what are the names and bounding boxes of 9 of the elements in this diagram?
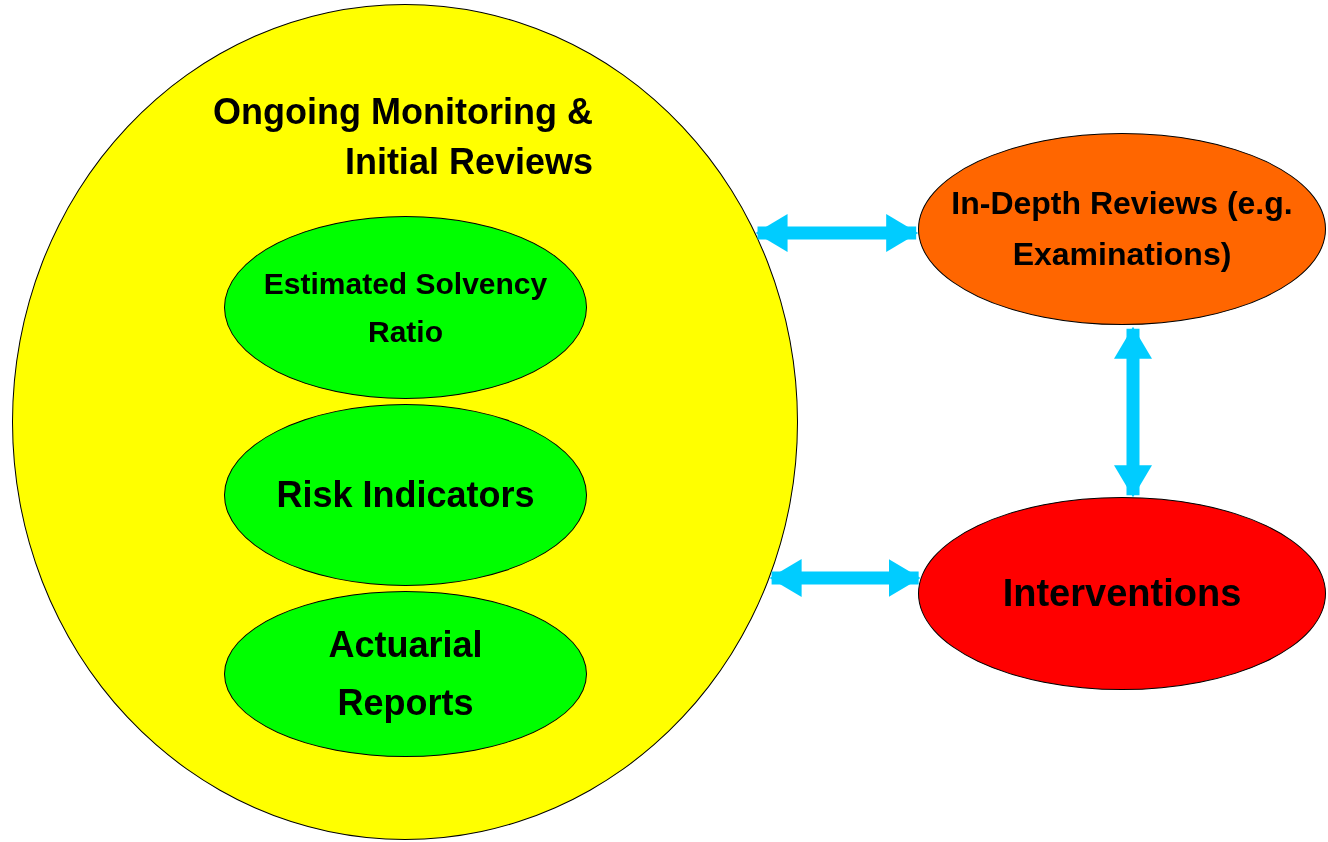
double-arrow bbox=[755, 214, 919, 252]
node-title: Ongoing Monitoring & Initial Reviews bbox=[212, 90, 593, 185]
double-arrow bbox=[769, 559, 921, 597]
node-label: Risk Indicators bbox=[276, 473, 535, 518]
node-label: Estimated Solvency Ratio bbox=[262, 265, 549, 350]
node-label: Actuarial Reports bbox=[327, 623, 484, 725]
double-arrow bbox=[1114, 326, 1152, 498]
node-label: In-Depth Reviews (e.g. Examinations) bbox=[950, 183, 1294, 274]
node-label: Interventions bbox=[1002, 571, 1242, 617]
